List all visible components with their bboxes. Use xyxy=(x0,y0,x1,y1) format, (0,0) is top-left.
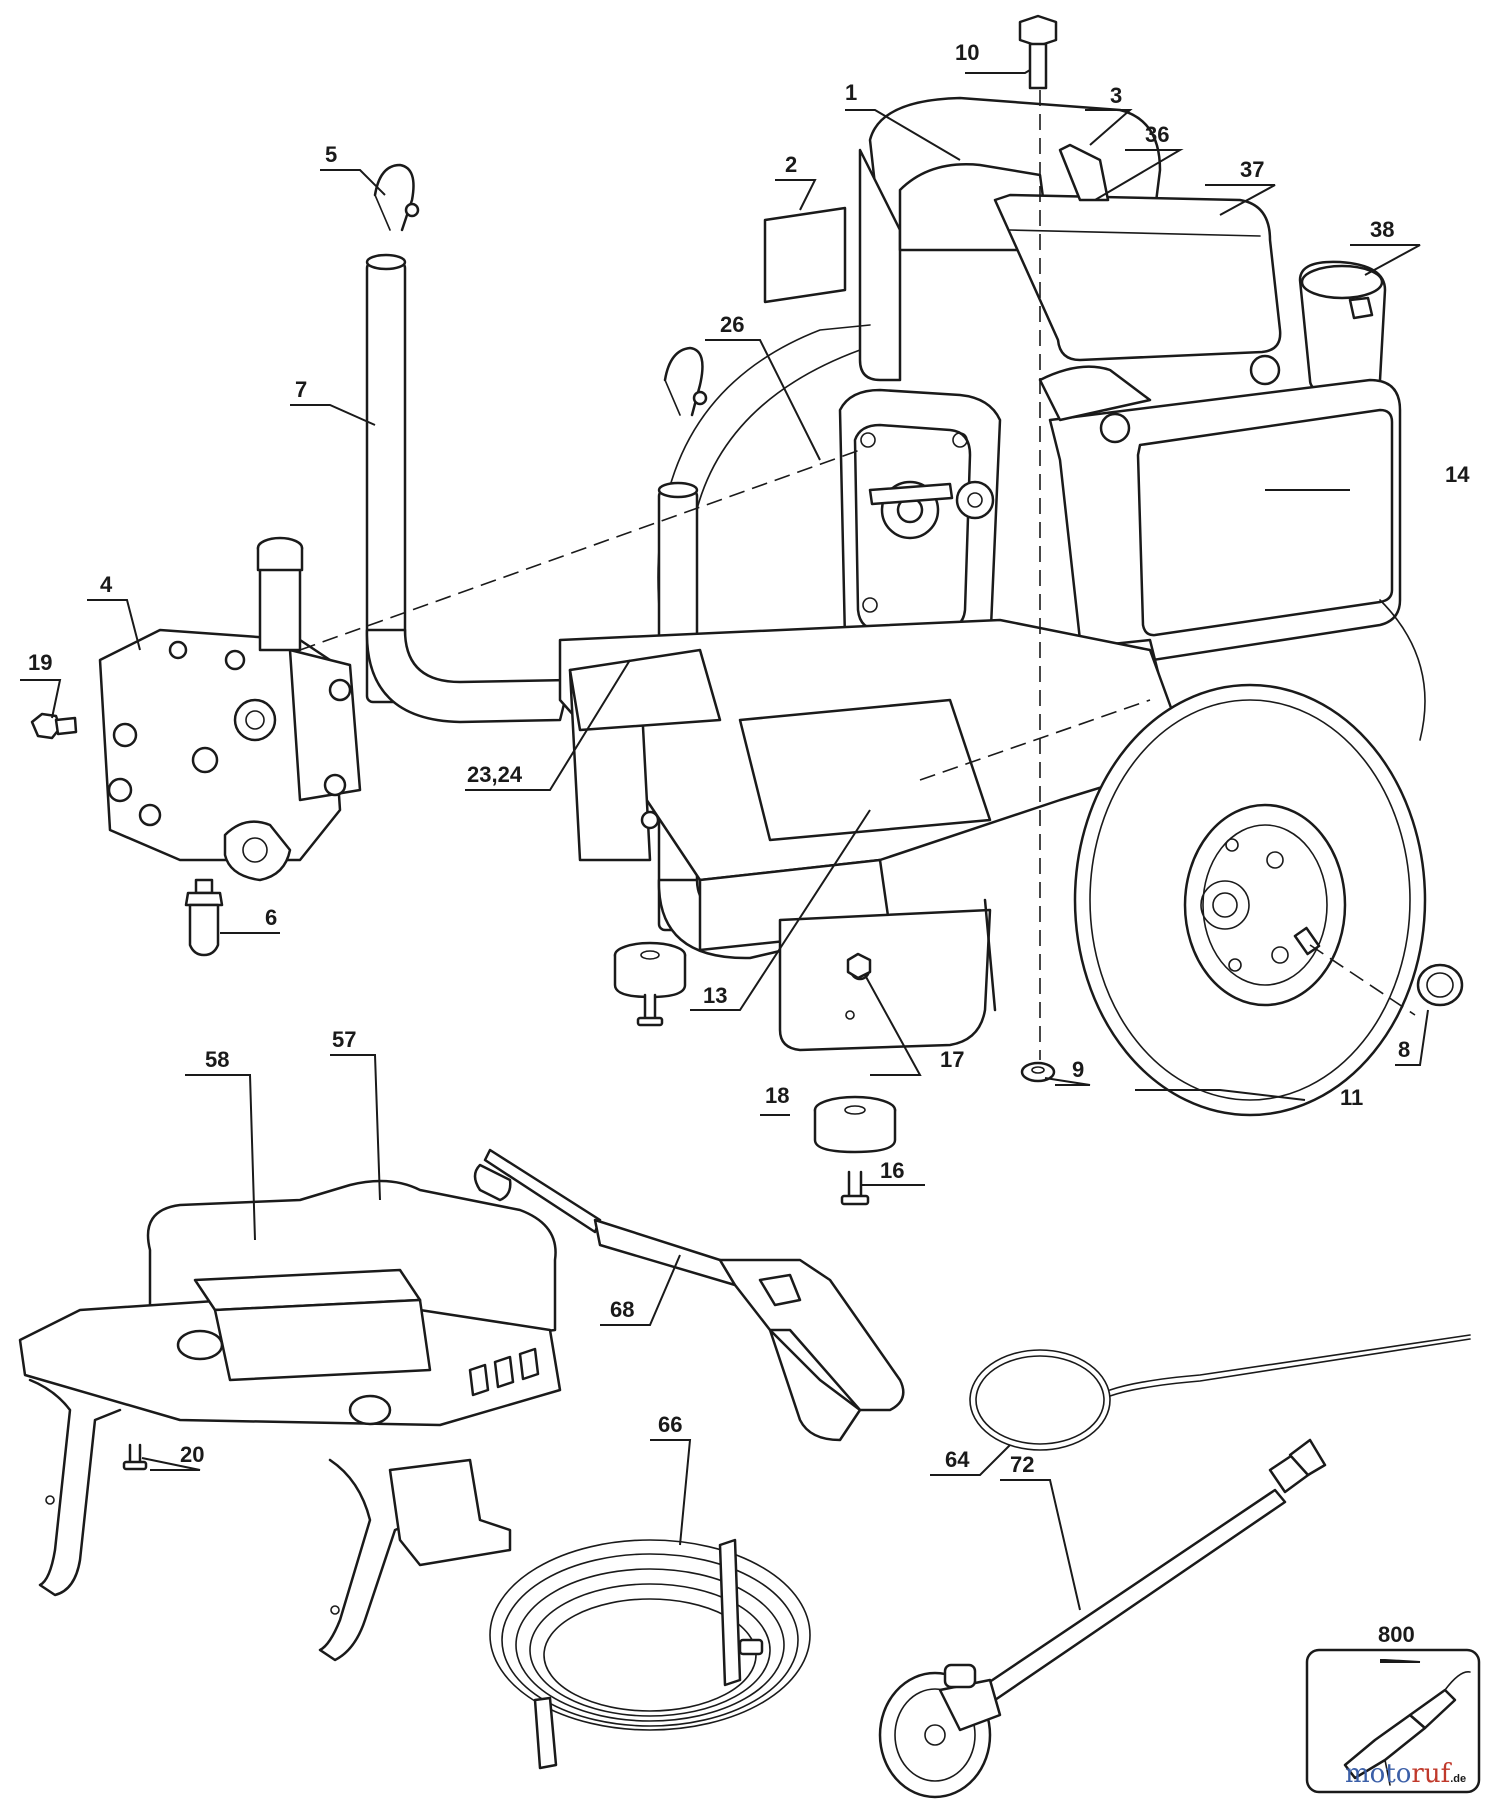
screw-20 xyxy=(122,1443,148,1471)
callout-58: 58 xyxy=(205,1047,229,1072)
nut-17 xyxy=(846,952,872,980)
callout-68: 68 xyxy=(610,1297,634,1322)
callout-17: 17 xyxy=(940,1047,964,1072)
handle-frame xyxy=(365,253,1192,960)
leader-lines xyxy=(20,69,1429,1663)
callout-4: 4 xyxy=(100,572,113,597)
control-panel xyxy=(18,1179,562,1662)
engine xyxy=(838,96,1402,722)
fitting-6 xyxy=(184,878,224,957)
accessory-box xyxy=(1305,1648,1481,1794)
callout-66: 66 xyxy=(658,1412,682,1437)
decal-panel xyxy=(763,206,847,304)
callout-7: 7 xyxy=(295,377,307,402)
callout-36: 36 xyxy=(1145,122,1169,147)
callout-1: 1 xyxy=(845,80,857,105)
bolt-10 xyxy=(1018,14,1058,90)
callout-19: 19 xyxy=(28,650,52,675)
callout-9: 9 xyxy=(1072,1057,1084,1082)
callout-16: 16 xyxy=(880,1158,904,1183)
pump-assembly xyxy=(98,536,362,882)
watermark-suffix: .de xyxy=(1450,1773,1466,1785)
callout-23-24: 23,24 xyxy=(467,762,523,787)
callout-2: 2 xyxy=(785,152,797,177)
watermark-part1: moto xyxy=(1345,1759,1411,1789)
callout-38: 38 xyxy=(1370,217,1394,242)
callout-13: 13 xyxy=(703,983,727,1008)
callout-800: 800 xyxy=(1378,1622,1415,1647)
callout-26: 26 xyxy=(720,312,744,337)
clip-second xyxy=(663,346,708,417)
watermark-part2: ruf xyxy=(1411,1759,1452,1789)
rubber-foot-left xyxy=(613,941,687,1027)
nut-9 xyxy=(1020,1061,1056,1083)
callout-37: 37 xyxy=(1240,157,1264,182)
callout-5: 5 xyxy=(325,142,337,167)
soap-tube xyxy=(969,1334,1471,1451)
callout-64: 64 xyxy=(945,1447,970,1472)
hub-cap-8 xyxy=(1416,963,1464,1007)
rubber-foot-18 xyxy=(813,1095,897,1154)
callout-3: 3 xyxy=(1110,83,1122,108)
callout-18: 18 xyxy=(765,1083,789,1108)
callout-10: 10 xyxy=(955,40,979,65)
spray-gun xyxy=(473,1148,905,1442)
callout-6: 6 xyxy=(265,905,277,930)
site-watermark: motoruf.de xyxy=(1345,1759,1466,1789)
hose-coil xyxy=(489,1538,811,1770)
screw-16 xyxy=(840,1170,870,1206)
callout-72: 72 xyxy=(1010,1452,1034,1477)
clip-5 xyxy=(373,163,420,232)
svg-text:motoruf.de: motoruf.de xyxy=(1345,1759,1466,1789)
base-bracket xyxy=(778,908,992,1052)
callout-57: 57 xyxy=(332,1027,356,1052)
callout-8: 8 xyxy=(1398,1037,1410,1062)
wheel xyxy=(1073,683,1427,1117)
callout-20: 20 xyxy=(180,1442,204,1467)
bolt-19 xyxy=(30,712,78,740)
spray-wand xyxy=(878,1438,1327,1799)
callout-14: 14 xyxy=(1445,462,1470,487)
callout-11: 11 xyxy=(1340,1085,1363,1110)
callout-labels: 1 2 3 4 5 6 7 8 9 10 11 13 14 16 17 18 1… xyxy=(28,40,1470,1647)
